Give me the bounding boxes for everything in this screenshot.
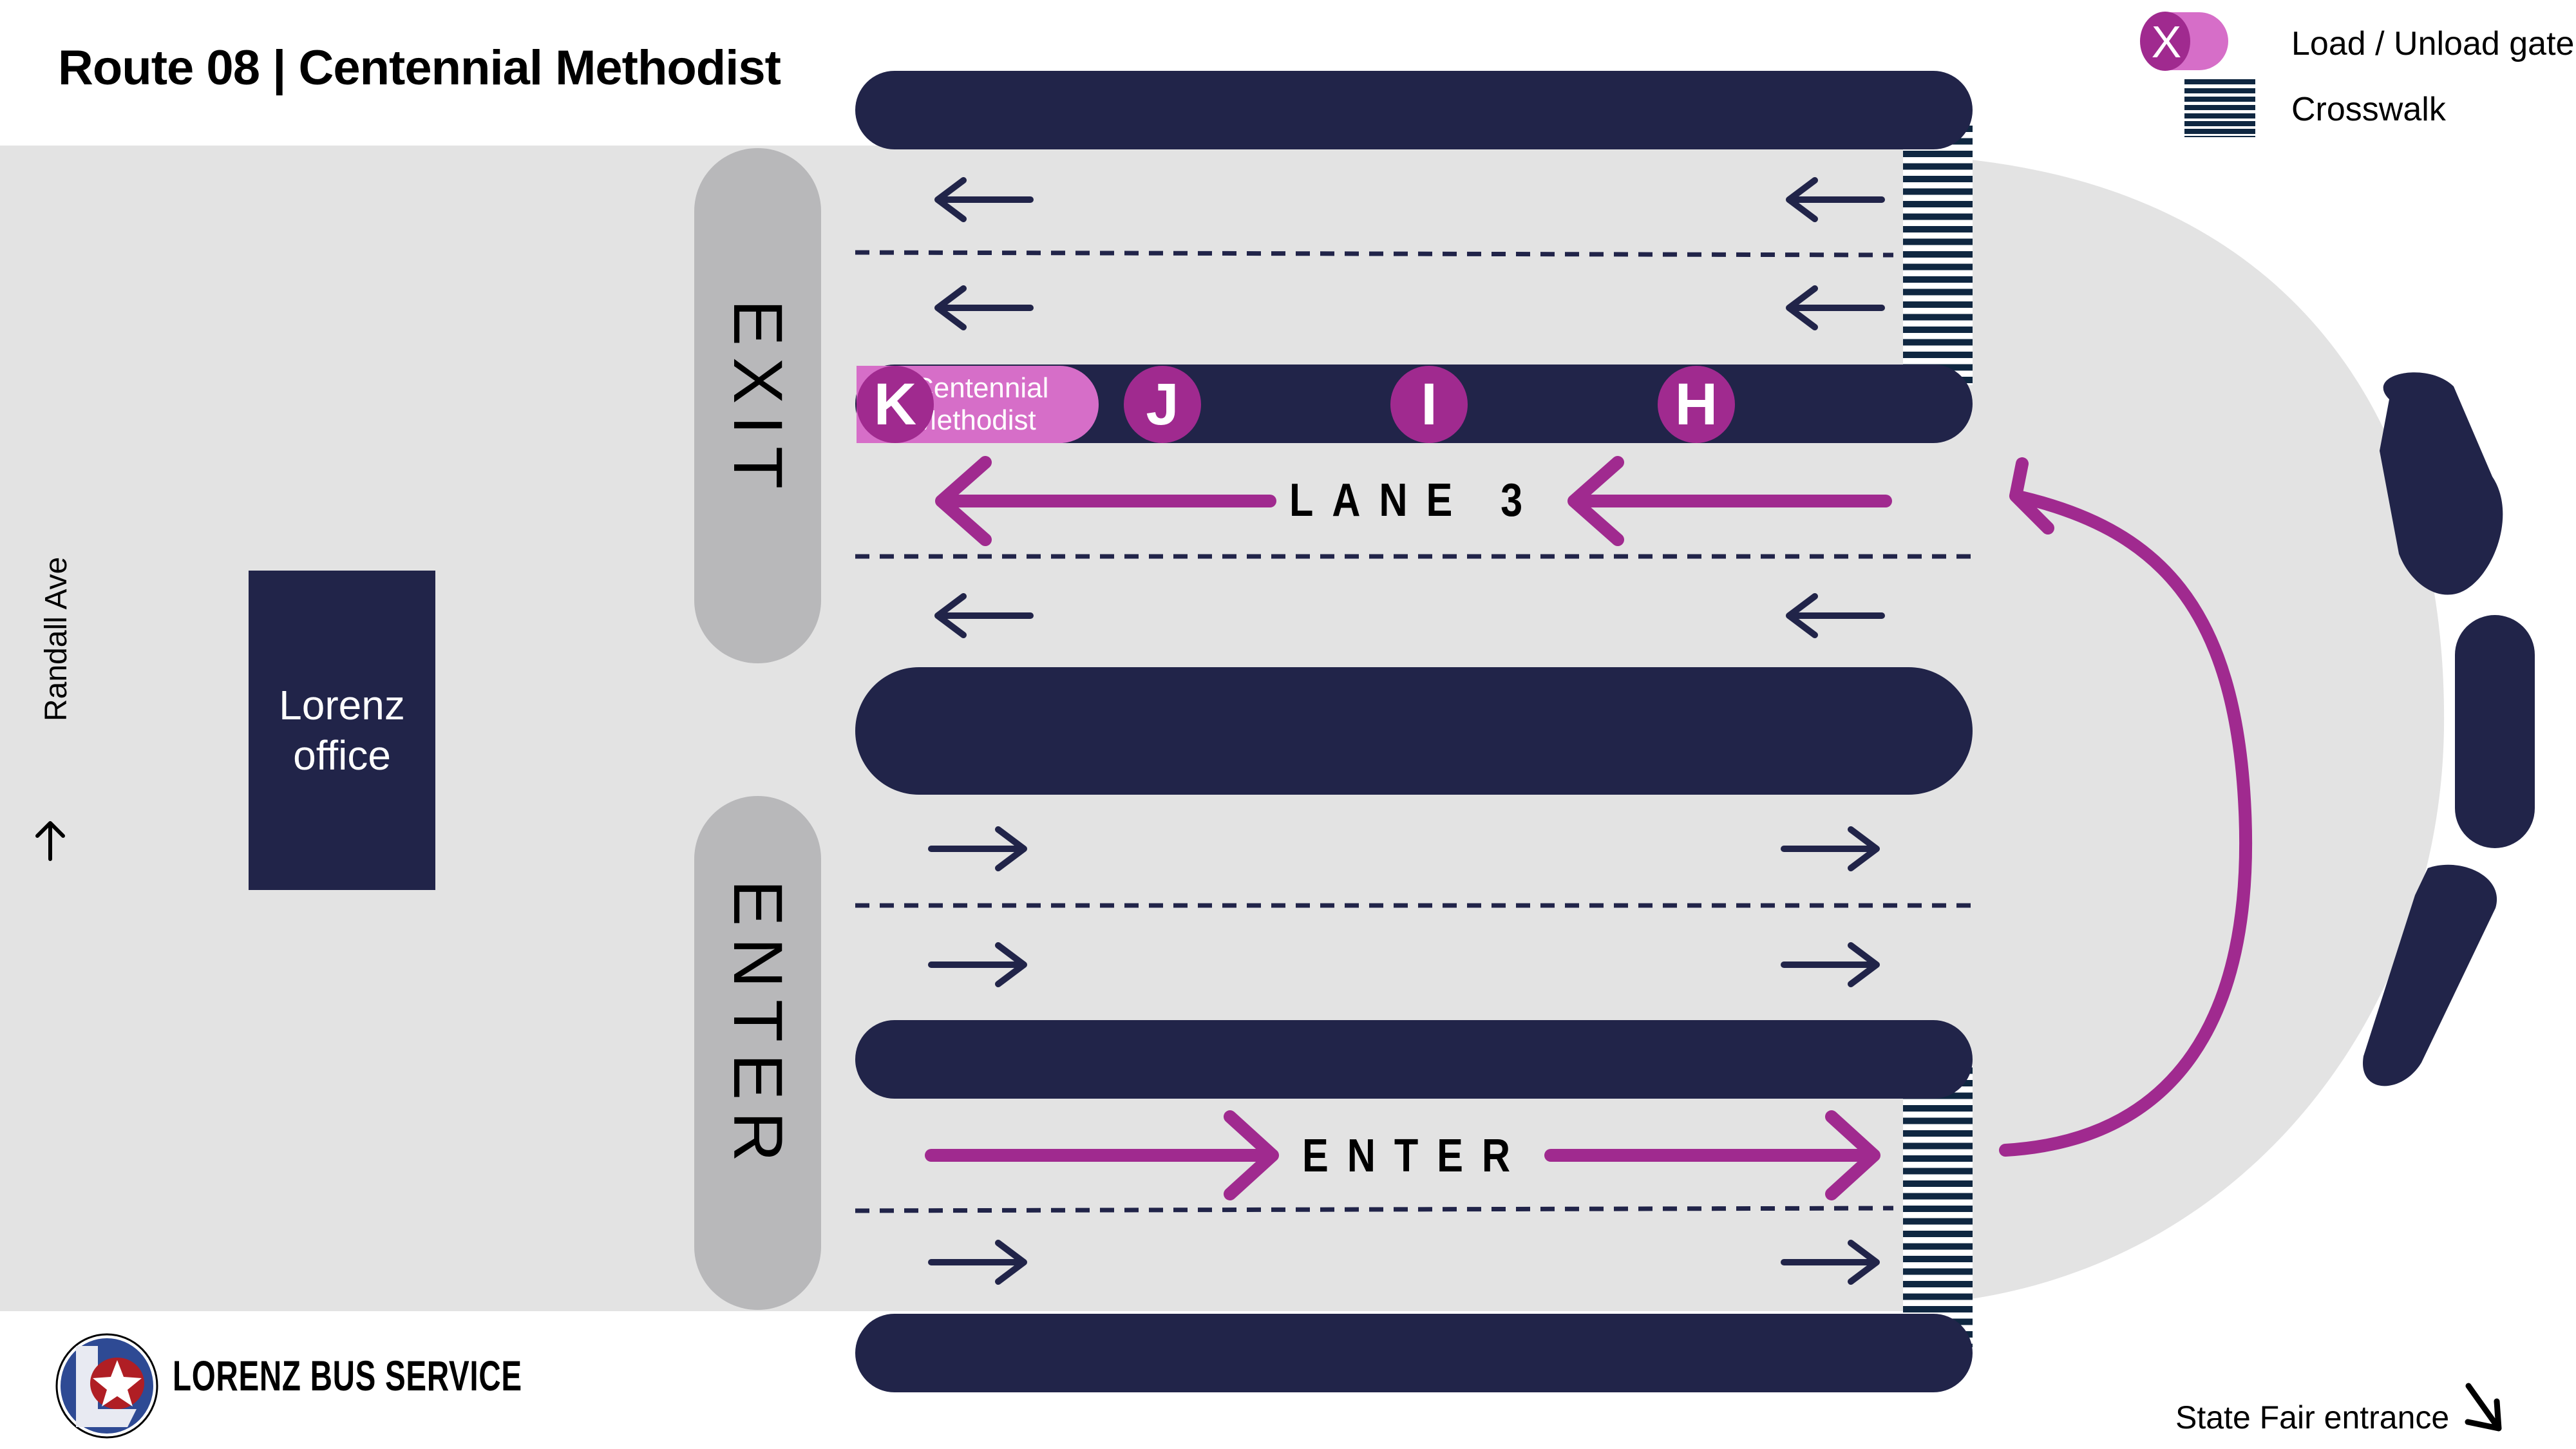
crosswalk-top xyxy=(1903,120,1973,385)
gate-i[interactable]: I xyxy=(1390,366,1468,443)
lane-arrows xyxy=(928,177,1885,1285)
exit-label: EXIT xyxy=(719,299,797,501)
arrow-right-icon xyxy=(928,826,1027,871)
arrow-right-icon xyxy=(928,1240,1027,1285)
platform-3 xyxy=(855,667,1973,795)
lane-divider xyxy=(855,250,1894,258)
arrow-left-icon xyxy=(934,177,1034,222)
office-label-line1: Lorenz xyxy=(279,682,405,728)
legend-gate-icon xyxy=(2140,12,2228,71)
gate-j[interactable]: J xyxy=(1124,366,1201,443)
turnaround-island-middle xyxy=(2455,615,2535,848)
lane-divider xyxy=(855,1206,1894,1213)
platform-1 xyxy=(855,71,1973,149)
arrow-left-icon xyxy=(934,593,1034,638)
turnaround-pavement xyxy=(1958,158,2445,1301)
legend-gate-symbol: X xyxy=(2151,17,2182,67)
island-exit xyxy=(694,148,821,663)
arrow-down-right-icon xyxy=(2465,1383,2502,1432)
route-path xyxy=(925,456,2252,1200)
turnaround-island-top xyxy=(2380,372,2503,595)
platform-5 xyxy=(855,1314,1973,1392)
gate-k-name-line2: Methodist xyxy=(913,404,1036,436)
arrow-right-icon xyxy=(1781,826,1880,871)
arrow-right-icon xyxy=(928,942,1027,987)
street-label: Randall Ave xyxy=(39,556,73,721)
lane-dividers xyxy=(855,250,1974,1213)
route-arrow-right-icon xyxy=(925,1110,1279,1200)
route-arrow-left-icon xyxy=(1567,456,1892,546)
island-enter xyxy=(694,796,821,1310)
route-curve-arrow-icon xyxy=(1999,457,2252,1157)
arrow-left-icon xyxy=(1786,177,1885,222)
enter-lane-label: ENTER xyxy=(1302,1130,1529,1182)
lane-3-label: LANE 3 xyxy=(1289,475,1542,526)
arrow-up-icon xyxy=(35,821,65,861)
legend-crosswalk-icon xyxy=(2184,79,2255,137)
enter-label: ENTER xyxy=(719,880,797,1174)
legend-crosswalk-label: Crosswalk xyxy=(2291,91,2446,128)
lorenz-office: Lorenz office xyxy=(249,571,435,890)
arrow-left-icon xyxy=(1786,285,1885,330)
platform-4 xyxy=(855,1020,1973,1099)
state-fair-entrance-label: State Fair entrance xyxy=(2175,1399,2450,1435)
arrow-right-icon xyxy=(1781,942,1880,987)
legend-gate-label: Load / Unload gate xyxy=(2291,25,2575,62)
turnaround-island-bottom xyxy=(2363,864,2497,1086)
arrow-left-icon xyxy=(1786,593,1885,638)
route-arrow-right-icon xyxy=(1544,1110,1880,1200)
crosswalk-bottom xyxy=(1903,1064,1973,1347)
gate-k[interactable]: K xyxy=(857,366,934,443)
brand-name: LORENZ BUS SERVICE xyxy=(173,1352,522,1399)
office-label-line2: office xyxy=(293,732,391,779)
gate-h[interactable]: H xyxy=(1658,366,1735,443)
lorenz-logo xyxy=(55,1333,158,1439)
route-arrow-left-icon xyxy=(935,456,1276,546)
arrow-left-icon xyxy=(934,285,1034,330)
gate-k-name-line1: Centennial xyxy=(913,372,1049,404)
page-title: Route 08 | Centennial Methodist xyxy=(58,41,781,95)
arrow-right-icon xyxy=(1781,1240,1880,1285)
